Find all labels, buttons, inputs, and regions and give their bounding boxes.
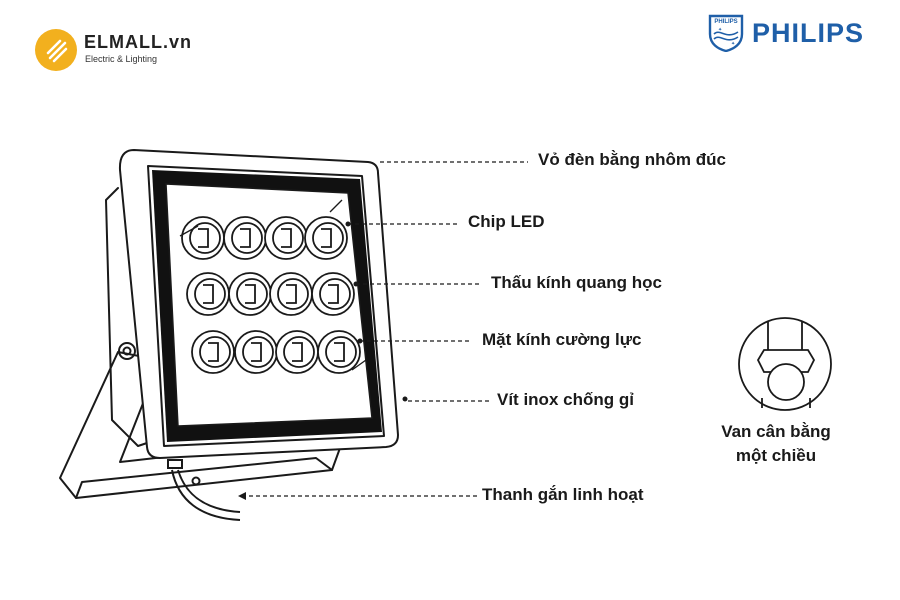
led-chip-10 — [242, 336, 274, 368]
led-chip-7 — [277, 278, 309, 310]
led-chip-5 — [194, 278, 226, 310]
philips-shield-icon: PHILIPS ✦ ✦ — [708, 14, 744, 52]
led-die-11 — [292, 342, 303, 362]
philips-shield-text: PHILIPS — [714, 19, 737, 25]
elmall-logo: ELMALL.vn Electric & Lighting — [34, 26, 204, 74]
stainless-screw — [402, 396, 408, 402]
svg-text:✦: ✦ — [731, 41, 735, 47]
housing-back — [105, 187, 151, 447]
led-chip-12 — [325, 336, 357, 368]
led-die-2 — [240, 228, 251, 248]
led-die-4 — [321, 228, 332, 248]
bracket-bolt — [118, 342, 136, 360]
led-die-7 — [286, 284, 297, 304]
led-die-12 — [334, 342, 345, 362]
led-die-10 — [251, 342, 262, 362]
led-chip-3 — [272, 222, 304, 254]
led-chip-1 — [189, 222, 221, 254]
led-die-8 — [328, 284, 339, 304]
led-chip-4 — [312, 222, 344, 254]
led-die-1 — [198, 228, 209, 248]
brand-name: ELMALL.vn — [84, 32, 192, 52]
power-cable — [167, 459, 241, 521]
led-chip-11 — [283, 336, 315, 368]
callout-stainless-screw: Vít inox chống gỉ — [497, 390, 634, 409]
philips-logo: PHILIPS ✦ ✦ PHILIPS — [708, 12, 888, 56]
callout-led-chip: Chip LED — [468, 212, 545, 231]
led-die-3 — [281, 228, 292, 248]
led-die-9 — [208, 342, 219, 362]
led-die-5 — [203, 284, 214, 304]
bracket-hole — [191, 476, 201, 486]
led-chip-9 — [199, 336, 231, 368]
valve-label: Van cân bằng một chiều — [706, 420, 846, 468]
one-way-valve-detail — [738, 317, 832, 411]
callout-optical-lens: Thấu kính quang học — [491, 273, 662, 292]
callout-housing: Vỏ đèn bằng nhôm đúc — [538, 150, 726, 169]
elmall-bulb-icon — [35, 29, 77, 71]
led-chip-grid — [181, 216, 361, 374]
led-die-6 — [245, 284, 256, 304]
led-chip-2 — [231, 222, 263, 254]
callout-tempered-glass: Mặt kính cường lực — [482, 330, 642, 349]
led-chip-6 — [236, 278, 268, 310]
callout-bracket: Thanh gắn linh hoạt — [482, 485, 644, 504]
led-chip-8 — [319, 278, 351, 310]
philips-wordmark: PHILIPS — [752, 18, 865, 48]
svg-text:✦: ✦ — [718, 27, 722, 33]
valve-label-line1: Van cân bằng — [721, 422, 831, 441]
brand-tagline: Electric & Lighting — [85, 54, 158, 64]
valve-label-line2: một chiều — [735, 446, 817, 465]
